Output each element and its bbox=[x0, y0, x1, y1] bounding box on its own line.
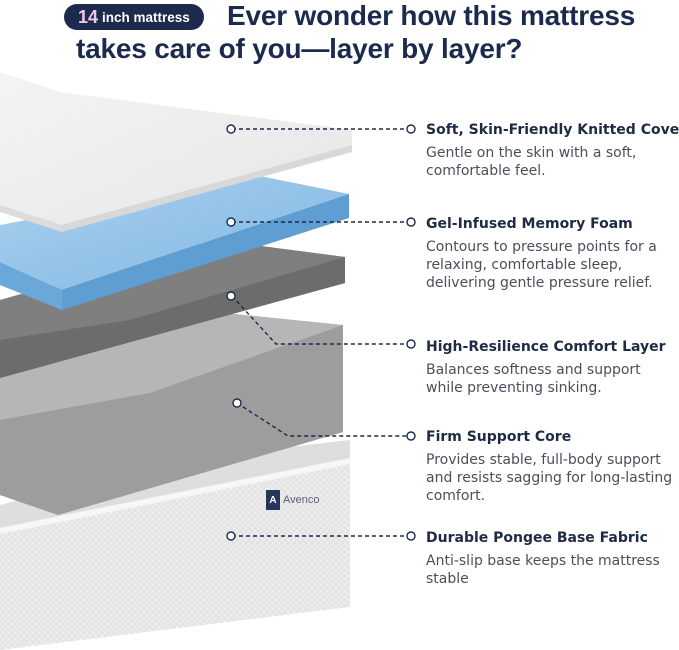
header: 14 inch mattress Ever wonder how this ma… bbox=[0, 0, 679, 70]
badge-text: inch mattress bbox=[102, 9, 190, 25]
layer-title-core: Firm Support Core bbox=[426, 429, 572, 445]
brand-label: A Avenco bbox=[266, 490, 320, 510]
support-core-layer bbox=[0, 310, 343, 515]
layer-title-comfort: High-Resilience Comfort Layer bbox=[426, 339, 666, 355]
layer-desc-comfort: Balances softness and support while prev… bbox=[426, 362, 641, 396]
badge-number: 14 bbox=[78, 6, 99, 27]
callout-lines bbox=[231, 128, 410, 537]
knitted-cover-layer bbox=[0, 72, 352, 232]
layer-title-base: Durable Pongee Base Fabric bbox=[426, 530, 648, 546]
callout-dots bbox=[226, 124, 416, 541]
headline-line-1: Ever wonder how this mattress bbox=[227, 0, 636, 31]
headline-line-2: takes care of you—layer by layer? bbox=[76, 33, 523, 64]
comfort-layer bbox=[0, 240, 345, 378]
memory-foam-layer bbox=[0, 176, 349, 310]
a-logo-icon: A bbox=[266, 490, 280, 510]
layer-desc-cover: Gentle on the skin with a soft, comforta… bbox=[426, 145, 637, 179]
layer-title-cover: Soft, Skin-Friendly Knitted Cover bbox=[426, 122, 679, 138]
size-badge: 14 inch mattress bbox=[64, 4, 204, 30]
base-fabric-layer bbox=[0, 440, 350, 650]
layer-desc-core: Provides stable, full-body support and r… bbox=[426, 452, 673, 504]
layer-desc-base: Anti-slip base keeps the mattress stable bbox=[426, 553, 660, 587]
layer-desc-memory-foam: Contours to pressure points for a relaxi… bbox=[426, 239, 657, 291]
layer-title-memory-foam: Gel-Infused Memory Foam bbox=[426, 216, 633, 232]
brand-name: Avenco bbox=[283, 494, 320, 506]
